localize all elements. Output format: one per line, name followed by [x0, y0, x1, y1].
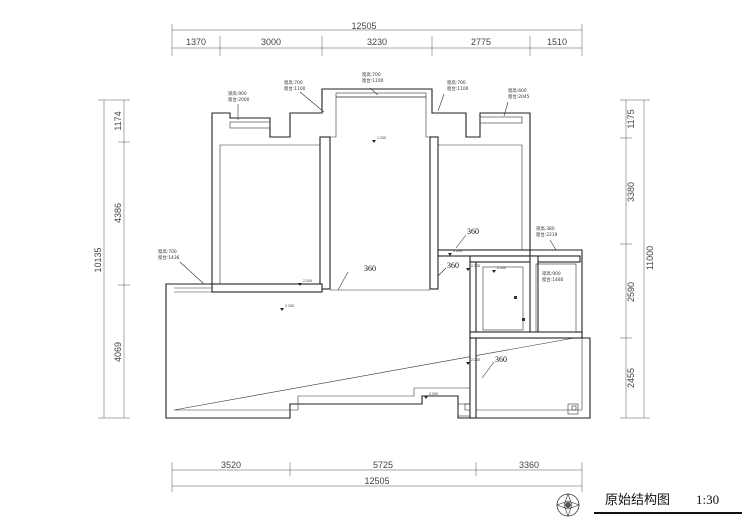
left-total-dim: 10135	[93, 247, 103, 272]
note-1b: 窗台:2000	[228, 96, 250, 103]
note-2a: 窗高:700	[284, 79, 303, 86]
elevation-mark-1: 1.200	[377, 136, 386, 140]
drawing-scale: 1:30	[696, 492, 719, 507]
left-dim-3: 4069	[113, 342, 123, 362]
wall-bath-top	[469, 255, 581, 263]
bottom-dim-1: 3520	[221, 460, 241, 470]
left-dim-2: 4386	[113, 203, 123, 223]
right-dim-4: 2455	[626, 368, 636, 388]
wall-bath-mid	[529, 255, 539, 339]
wall-bedroom-divider-right	[429, 136, 439, 290]
top-dim-1: 1370	[186, 37, 206, 47]
top-dimension-chain: 12505 1370 3000 3230 2775 1510	[171, 21, 583, 56]
wall-kitchen-left	[469, 337, 477, 419]
note-2b: 窗台:1100	[284, 85, 306, 92]
ceiling-height-labels: 360 360 360 360	[337, 227, 507, 379]
ceiling-height-3: 360	[447, 261, 459, 270]
wall-bath-bottom	[469, 331, 583, 339]
note-5b: 窗台:2045	[508, 93, 530, 100]
bottom-total-dim: 12505	[364, 476, 389, 486]
note-4a: 窗高:700	[447, 79, 466, 86]
title-block: 原始结构图 1:30	[556, 492, 742, 517]
bottom-dimension-chain: 3520 5725 3360 12505	[171, 460, 583, 492]
right-dim-3: 2590	[626, 282, 636, 302]
wall-bath-left	[469, 261, 477, 339]
elevation-mark-5: 2.205	[497, 266, 506, 270]
top-total-dim: 12505	[351, 21, 376, 31]
note-7a: 梁高:380	[536, 225, 555, 232]
note-7b: 窗台:2219	[536, 231, 558, 238]
top-dim-3: 3230	[367, 37, 387, 47]
elevation-mark-2: 2.200	[303, 279, 312, 283]
ceiling-height-4: 360	[495, 355, 507, 364]
north-compass-icon	[556, 493, 580, 517]
ceiling-height-1: 360	[364, 264, 376, 273]
elevation-mark-7: 2.200	[429, 392, 438, 396]
note-8a: 梁高:900	[542, 270, 561, 277]
top-dim-4: 2775	[471, 37, 491, 47]
left-dimension-chain: 10135 1174 4386 4069	[93, 99, 130, 419]
elevation-mark-4: 2.205	[285, 304, 294, 308]
wall-bedroom-divider-left	[319, 136, 331, 290]
elevation-mark-8: 2.205	[471, 264, 480, 268]
top-dim-2: 3000	[261, 37, 281, 47]
fixture-marks	[464, 296, 577, 411]
note-4b: 窗台:1100	[447, 85, 469, 92]
right-total-dim: 11000	[645, 246, 655, 270]
right-dim-2: 3380	[626, 182, 636, 202]
elevation-mark-3: 2.200	[453, 249, 462, 253]
bottom-dim-3: 3360	[519, 460, 539, 470]
note-3b: 窗台:1100	[362, 77, 384, 84]
elevation-mark-6: 2.200	[471, 358, 480, 362]
wall-hall-corridor	[211, 283, 323, 293]
left-dim-1: 1174	[113, 111, 123, 130]
note-6b: 窗台:1436	[158, 254, 180, 261]
note-3a: 窗高:700	[362, 71, 381, 78]
note-6a: 窗高:700	[158, 248, 177, 255]
drawing-title: 原始结构图	[605, 493, 670, 508]
top-dim-5: 1510	[547, 37, 567, 47]
annotations: 梁高:900 窗台:2000 窗高:700 窗台:1100 窗高:700 窗台:…	[158, 71, 564, 285]
note-8b: 窗台:1480	[542, 276, 564, 283]
walls	[165, 88, 591, 419]
note-1a: 梁高:900	[228, 90, 247, 97]
ceiling-height-2: 360	[467, 227, 479, 236]
right-dimension-chain: 1175 3380 2590 2455 11000	[620, 99, 655, 419]
note-5a: 窗高:600	[508, 87, 527, 94]
elevation-marks: 1.200 2.200 2.200 2.205 2.205 2.200 2.20…	[280, 136, 506, 399]
right-dim-1: 1175	[626, 109, 636, 128]
bottom-dim-2: 5725	[373, 460, 393, 470]
